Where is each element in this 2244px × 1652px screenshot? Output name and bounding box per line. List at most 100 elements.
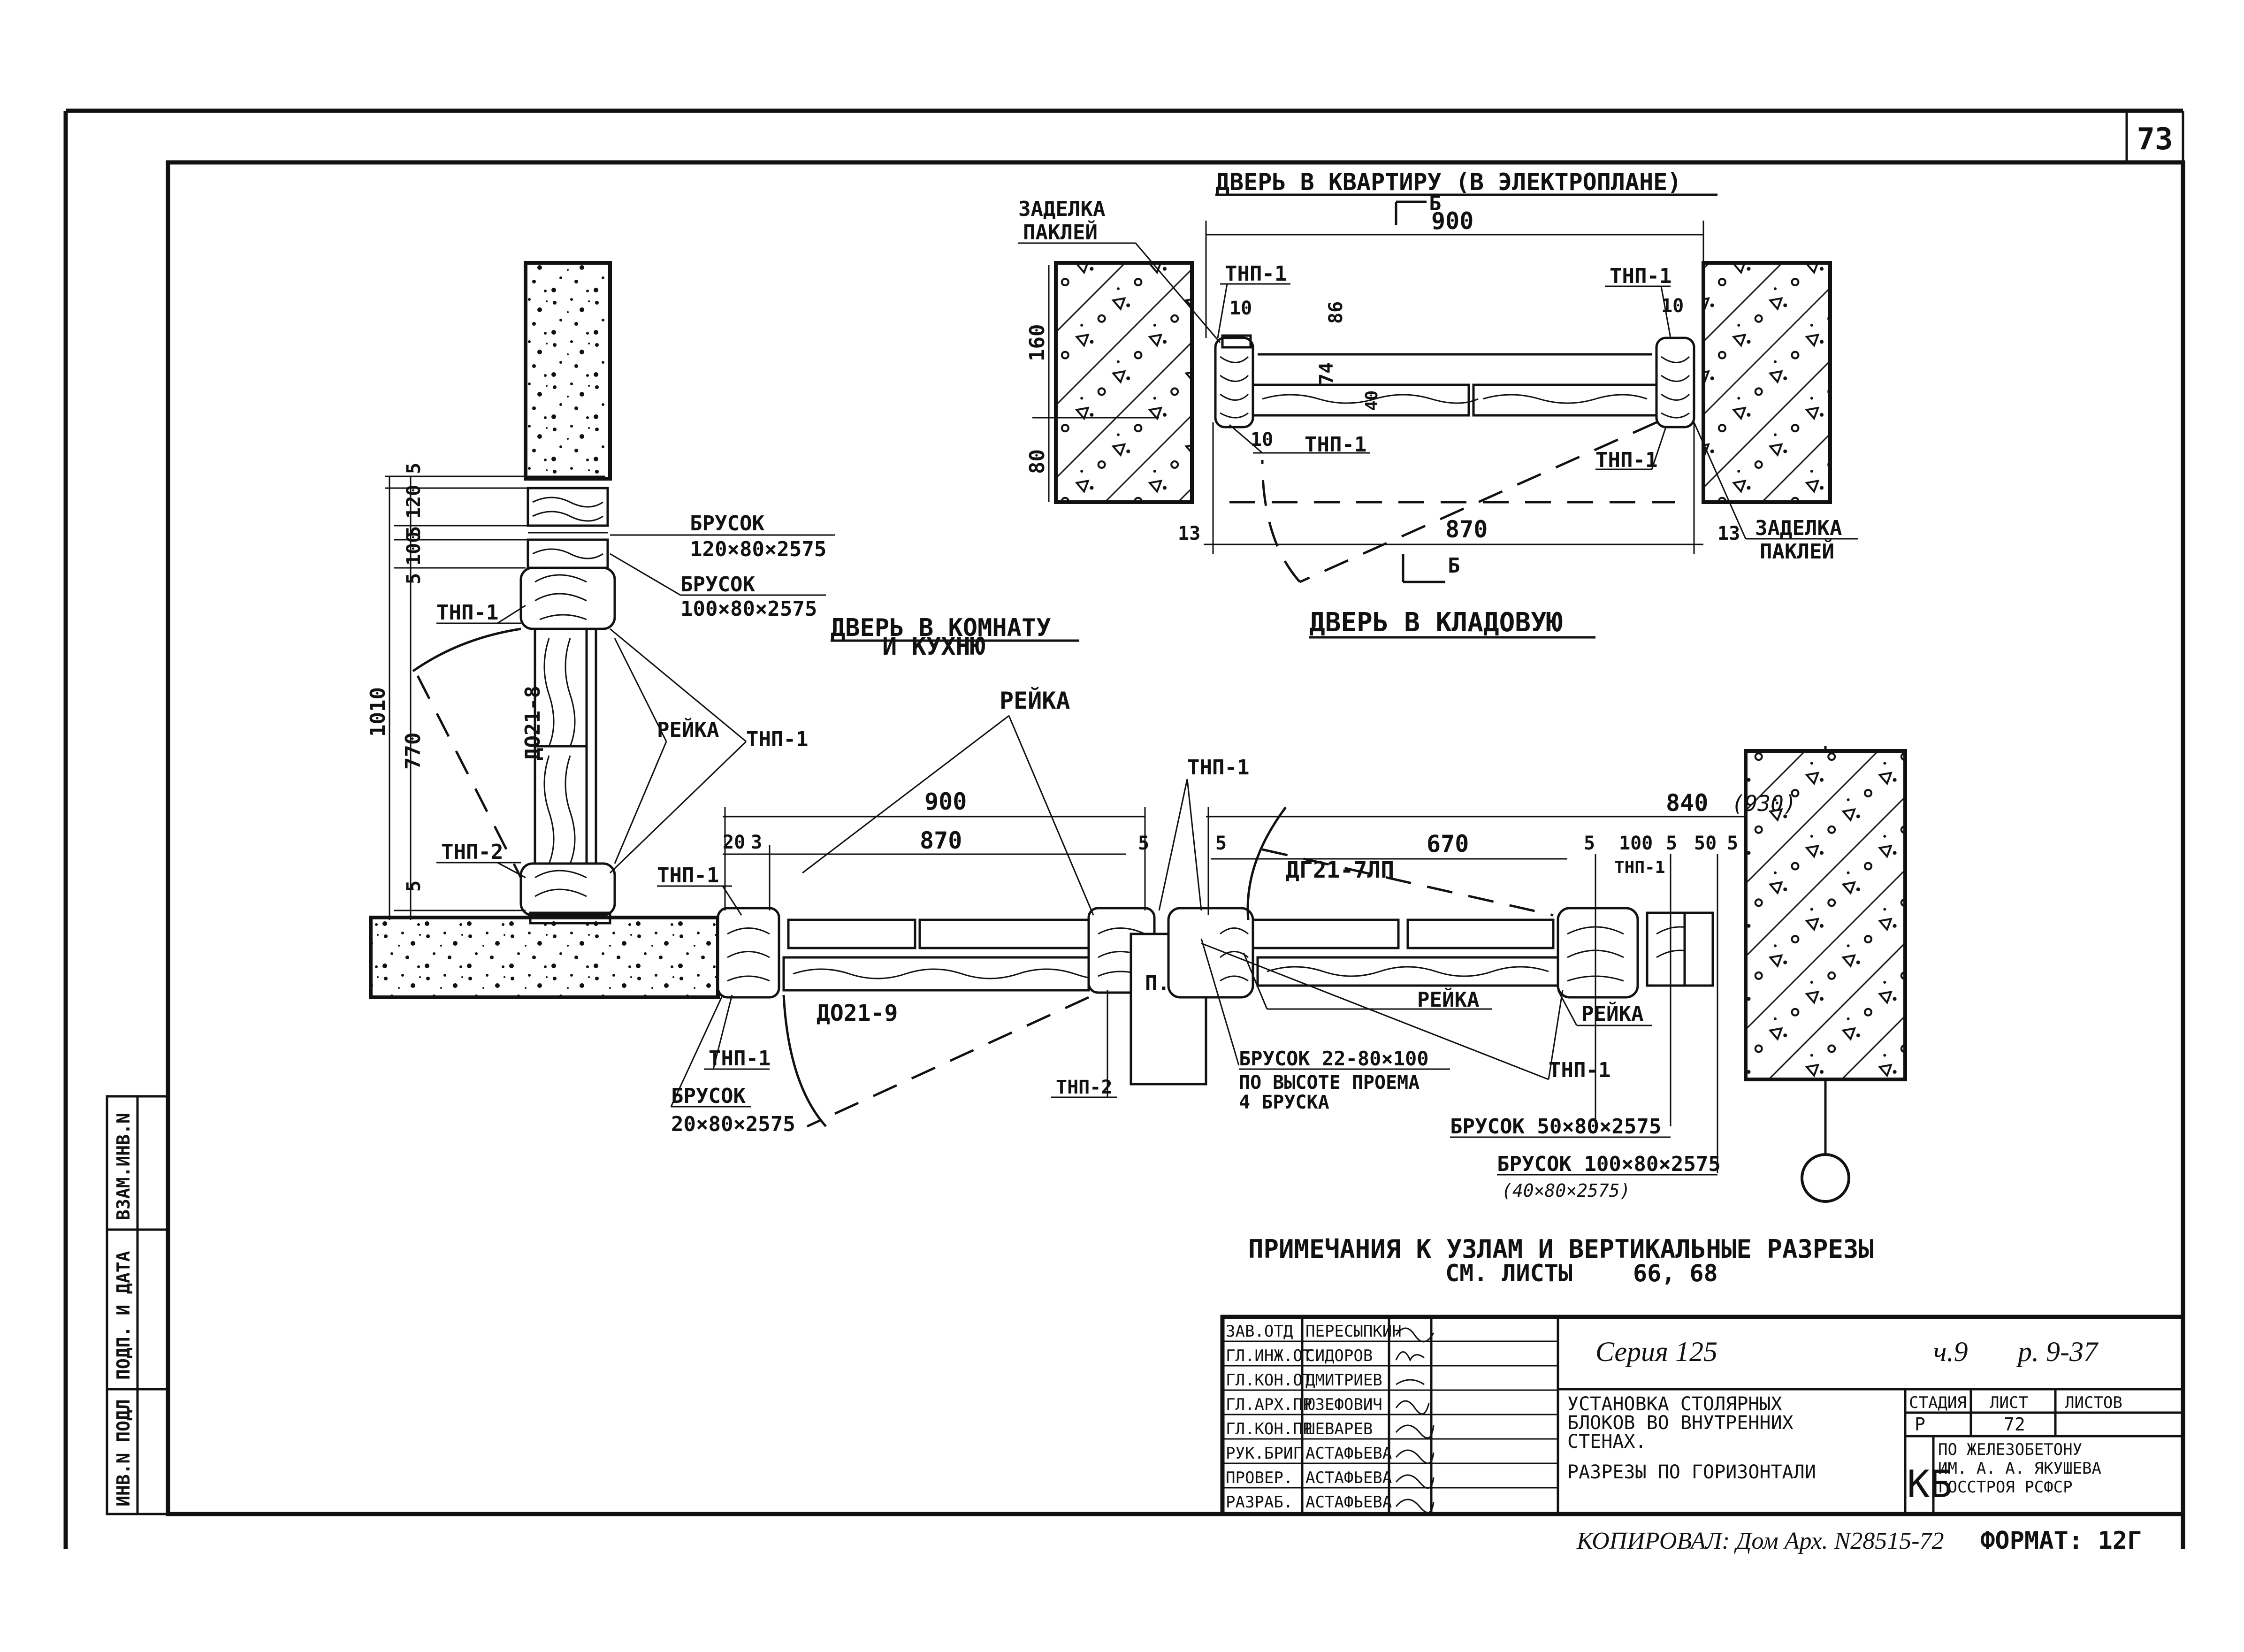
format-label: ФОРМАТ: 12Г [1980, 1527, 2142, 1555]
role-2: ГЛ.КОН.ОТ [1226, 1371, 1312, 1390]
top-tnp-left: ТНП-1 [1225, 262, 1287, 286]
left-tnp1b: ТНП-1 [746, 727, 808, 751]
name-3: ЮЗЕФОВИЧ [1305, 1395, 1382, 1414]
bottom-dim-100: 100 [1619, 833, 1653, 854]
notes: ПРИМЕЧАНИЯ К УЗЛАМ И ВЕРТИКАЛЬНЫЕ РАЗРЕЗ… [1248, 1234, 1874, 1287]
org-line1: ПО ЖЕЛЕЗОБЕТОНУ [1938, 1440, 2082, 1459]
top-dim-10a: 10 [1229, 298, 1252, 319]
desc-line1: УСТАНОВКА СТОЛЯРНЫХ [1567, 1393, 1782, 1415]
left-door-upper [534, 627, 588, 752]
bottom-tnp2: ТНП-2 [1056, 1077, 1112, 1098]
bottom-tnp1-e: ТНП-1 [1549, 1058, 1610, 1082]
bottom-door-left-c [782, 956, 1090, 992]
sheet-frame [63, 108, 2185, 1549]
top-section-mark-lower: Б [1448, 554, 1460, 578]
left-dim-5a: 5 [403, 463, 425, 474]
role-5: РУК.БРИГ [1226, 1444, 1303, 1463]
bottom-right-frame-b [1557, 907, 1639, 999]
bottom-dim-670: 670 [1427, 830, 1469, 857]
top-dim-40: 40 [1362, 390, 1382, 411]
bottom-tnp1-a: ТНП-1 [1187, 756, 1249, 780]
bottom-door-right-code: ДГ21-7ЛП [1286, 857, 1394, 883]
top-left-wall [1054, 261, 1194, 504]
left-door-code: ДО21-8 [521, 686, 545, 760]
left-dim-5c: 5 [403, 573, 425, 584]
left-dim-5d: 5 [403, 880, 425, 892]
top-zadelka-2: ЗАДЕЛКА [1755, 516, 1842, 540]
title-block: ЗАВ.ОТД ГЛ.ИНЖ.ОТ ГЛ.КОН.ОТ ГЛ.АРХ.ПР ГЛ… [1220, 1315, 2185, 1516]
name-6: АСТАФЬЕВА [1305, 1468, 1392, 1487]
left-dim-5b: 5 [403, 526, 425, 537]
left-dim-120: 120 [403, 485, 425, 519]
bottom-dim-50: 50 [1694, 833, 1717, 854]
bottom-reika-a: РЕЙКА [1417, 987, 1479, 1012]
part-label: ч.9 [1933, 1336, 1968, 1367]
left-brusok2-label: БРУСОК [680, 573, 755, 597]
bottom-door-right-b [1406, 918, 1555, 949]
bottom-dim-20: 20 [723, 832, 745, 853]
stamp-podp-data: ПОДП. И ДАТА [113, 1251, 134, 1380]
top-zadelka-1: ЗАДЕЛКА [1018, 197, 1105, 221]
bottom-door-left-b [918, 918, 1090, 949]
bottom-dim-930: (930) [1732, 791, 1796, 816]
left-dim-770: 770 [401, 733, 425, 770]
left-dim-1010: 1010 [366, 687, 390, 737]
org-mark: КБ [1907, 1462, 1952, 1506]
top-section-mark-upper: Б [1429, 191, 1442, 215]
notes-line1: ПРИМЕЧАНИЯ К УЗЛАМ И ВЕРТИКАЛЬНЫЕ РАЗРЕЗ… [1248, 1234, 1874, 1264]
bottom-brusok50: БРУСОК 50×80×2575 [1450, 1115, 1661, 1139]
sheet-ref-label: р. 9-37 [2016, 1336, 2099, 1367]
side-stamp: ИНВ.N ПОДЛ ПОДП. И ДАТА ВЗАМ.ИНВ.N [106, 1095, 169, 1515]
role-3: ГЛ.АРХ.ПР [1226, 1395, 1312, 1414]
bottom-door-left-code: ДО21-9 [817, 1000, 898, 1026]
sheet-number: 73 [2137, 122, 2173, 157]
bottom-brusok40: (40×80×2575) [1502, 1180, 1631, 1201]
bottom-reika-b: РЕЙКА [1581, 1001, 1643, 1026]
role-6: ПРОВЕР. [1226, 1468, 1293, 1487]
top-subtitle: ДВЕРЬ В КЛАДОВУЮ [1309, 607, 1563, 638]
bottom-brusok22-line1: БРУСОК 22-80×100 [1239, 1047, 1429, 1070]
stamp-inv-podl: ИНВ.N ПОДЛ [113, 1399, 134, 1507]
left-brusok-100 [527, 538, 609, 569]
bottom-dim-5d: 5 [1666, 833, 1677, 854]
bottom-right-frame-a [1167, 907, 1254, 999]
left-title-line1: ДВЕРЬ В КОМНАТУ [831, 614, 1051, 642]
desc-line3: СТЕНАХ. [1567, 1431, 1647, 1453]
section-circle-marker [1801, 1153, 1850, 1203]
col-sheet: ЛИСТ [1990, 1393, 2028, 1412]
left-tnp2: ТНП-2 [441, 840, 503, 864]
top-paklei-1: ПАКЛЕЙ [1023, 220, 1098, 245]
val-stage: Р [1915, 1414, 1925, 1435]
desc-line4: РАЗРЕЗЫ ПО ГОРИЗОНТАЛИ [1567, 1461, 1816, 1483]
bottom-brusok20-size: 20×80×2575 [671, 1112, 795, 1136]
top-tnp-right: ТНП-1 [1610, 264, 1672, 288]
org-line3: ГОССТРОЯ РСФСР [1938, 1478, 2073, 1497]
top-door-leaf-right [1472, 383, 1658, 417]
top-title: ДВЕРЬ В КВАРТИРУ (В ЭЛЕКТРОПЛАНЕ) [1215, 168, 1681, 196]
notes-line2a: СМ. ЛИСТЫ [1445, 1260, 1572, 1287]
role-1: ГЛ.ИНЖ.ОТ [1226, 1346, 1312, 1365]
bottom-dim-900: 900 [924, 788, 967, 815]
top-dim-13b: 13 [1717, 523, 1740, 544]
bottom-dim-5b: 5 [1215, 833, 1227, 854]
col-sheets: ЛИСТОВ [2065, 1393, 2122, 1412]
left-door-lower [534, 745, 588, 874]
top-dim-160: 160 [1025, 324, 1049, 361]
role-4: ГЛ.КОН.ПР [1226, 1420, 1312, 1438]
bottom-brusok20-label: БРУСОК [671, 1084, 746, 1108]
left-title-line2: И КУХНЮ [882, 633, 985, 661]
bottom-dim-5e: 5 [1727, 833, 1738, 854]
top-dim-870: 870 [1445, 516, 1488, 543]
left-wall-top [524, 261, 612, 481]
role-0: ЗАВ.ОТД [1226, 1322, 1293, 1341]
name-5: АСТАФЬЕВА [1305, 1444, 1392, 1463]
left-frame-top [519, 566, 616, 630]
floor-slab [369, 916, 720, 999]
bottom-tnp1-d: ТНП-1 [709, 1047, 771, 1071]
bottom-brusok-50 [1683, 911, 1714, 987]
top-tnp-lower-right: ТНП-1 [1595, 448, 1657, 472]
bottom-brusok22-line2: ПО ВЫСОТЕ ПРОЕМА [1239, 1072, 1420, 1094]
left-dim-100: 100 [403, 532, 425, 566]
bottom-tnp1-c: ТНП-1 [1614, 858, 1665, 877]
